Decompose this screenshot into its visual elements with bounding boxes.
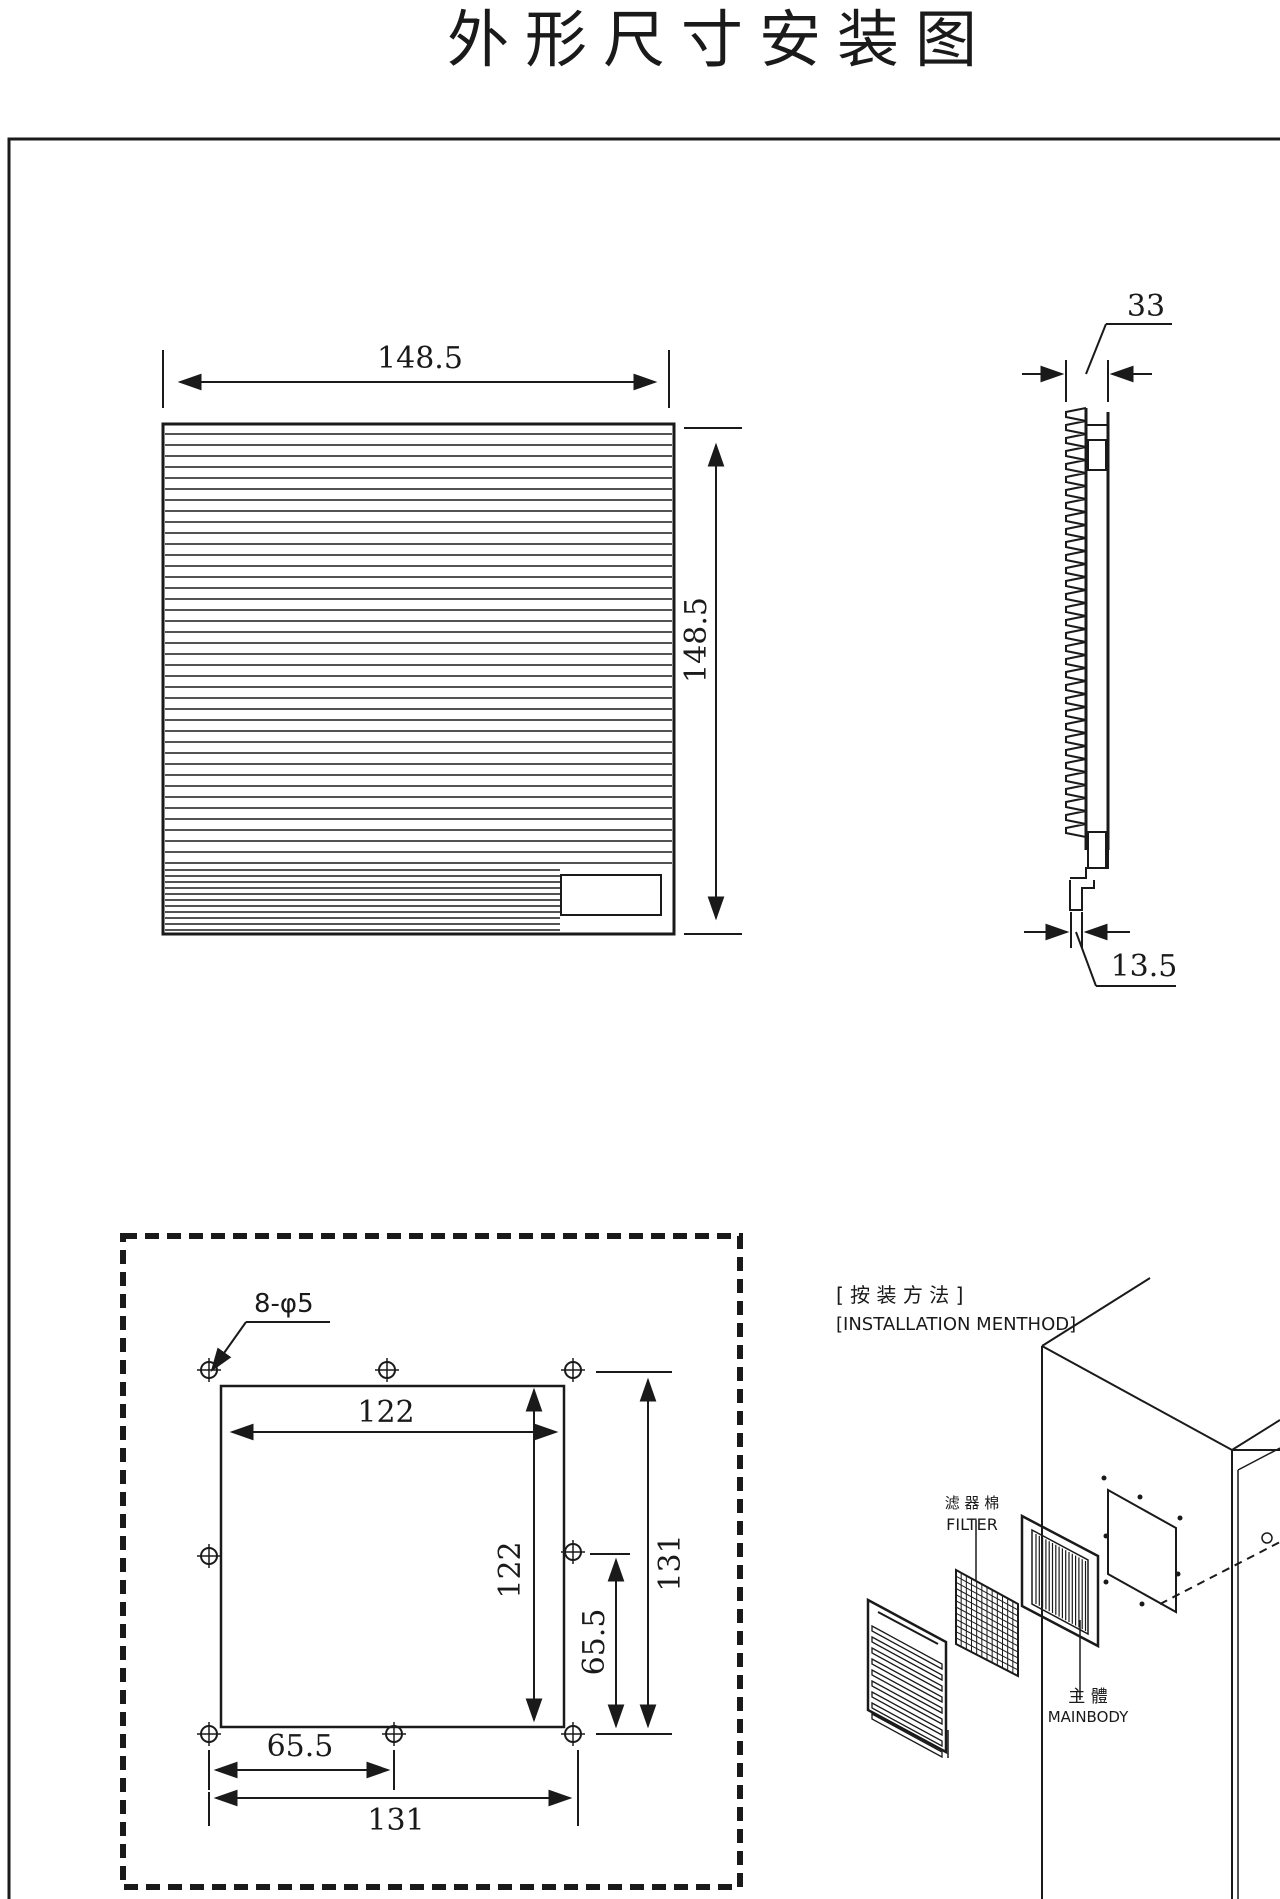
inner-width-dim: 122 [357, 1395, 414, 1430]
side-depth-dim: 33 [1127, 289, 1165, 324]
mainbody-label-cn: 主 體 [1068, 1687, 1107, 1707]
hole-spacing-y-dim: 65.5 [577, 1609, 612, 1676]
side-louver-teeth [1065, 407, 1087, 838]
grille-slats [165, 433, 672, 931]
front-height-dim: 148.5 [679, 597, 714, 683]
mainbody-label-en: MAINBODY [1048, 1708, 1129, 1726]
side-view: 33 13.5 [1022, 289, 1178, 987]
installation-title-en: [INSTALLATION MENTHOD] [836, 1314, 1076, 1335]
hole-spacing-x-dim: 65.5 [267, 1729, 334, 1764]
panel-boundary [120, 1233, 743, 1890]
front-view: 148.5 148.5 [161, 341, 742, 936]
installation-view: [ 按 装 方 法 ] [INSTALLATION MENTHOD] 主 體 M… [836, 1277, 1280, 1899]
page-title: 外形尺寸安装图 [446, 3, 993, 76]
hole-spec-label: 8-φ5 [254, 1289, 314, 1319]
side-flange-dim: 13.5 [1111, 949, 1178, 984]
mainbody-hatch [1035, 1534, 1087, 1631]
label-window [560, 874, 662, 916]
front-grille-part [866, 1597, 948, 1755]
filter-label-cn: 滤 器 棉 [945, 1494, 1000, 1512]
cabinet-cutout [1107, 1488, 1177, 1614]
mainbody-part [1020, 1513, 1100, 1649]
filter-hatch [955, 1572, 1019, 1674]
filter-label-en: FILTER [946, 1515, 998, 1534]
grille-louvers [871, 1624, 943, 1759]
cutout-view: 8-φ5 122 122 131 65.5 65.5 131 [120, 1233, 743, 1890]
front-grille-outline [161, 422, 676, 936]
cabinet [1041, 1277, 1280, 1899]
front-width-dim: 148.5 [377, 341, 463, 376]
outer-height-dim: 131 [653, 1534, 688, 1591]
drawing-frame [7, 137, 1280, 1899]
installation-title-cn: [ 按 装 方 法 ] [836, 1283, 963, 1307]
outer-width-dim: 131 [367, 1803, 424, 1838]
inner-height-dim: 122 [493, 1541, 528, 1598]
